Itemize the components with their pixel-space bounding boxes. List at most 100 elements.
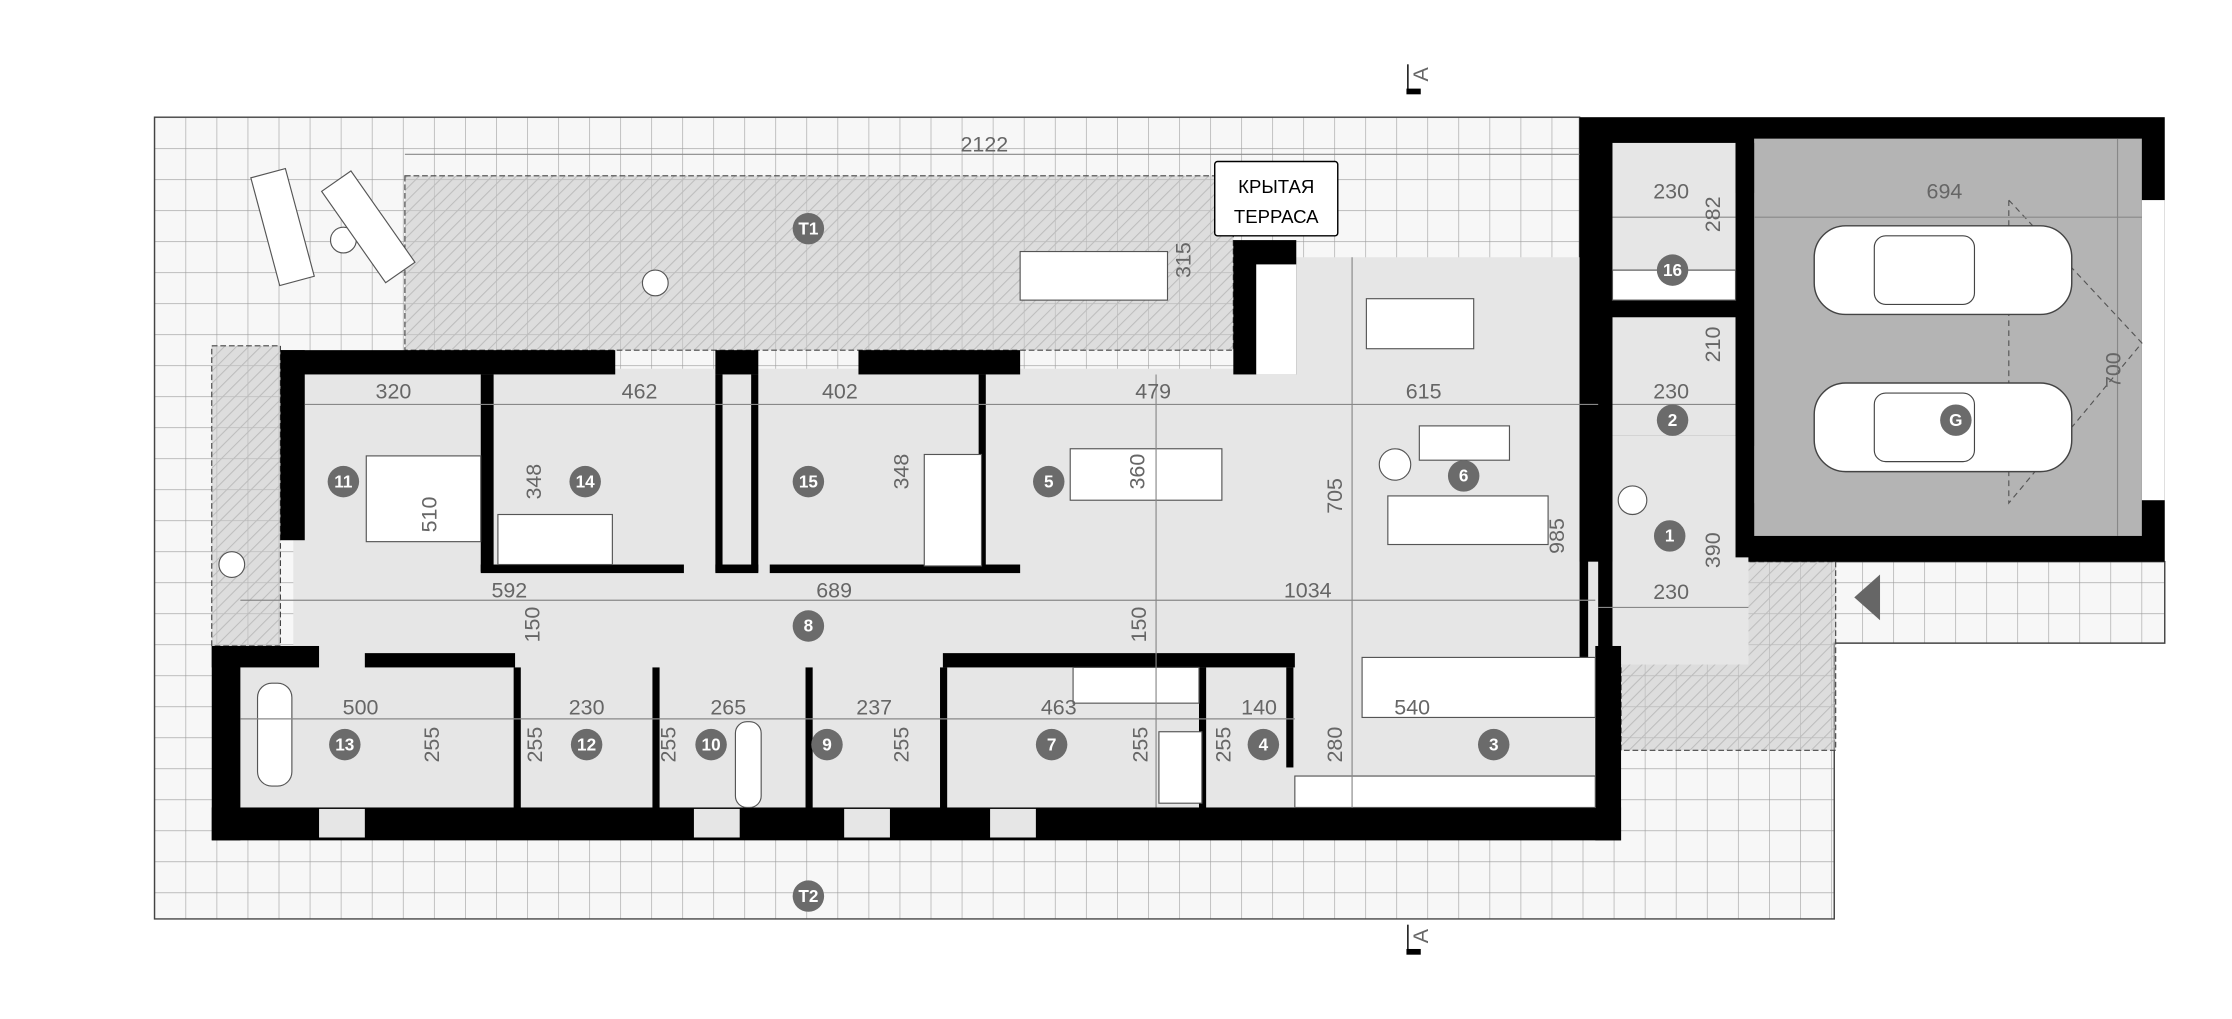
room-number-badge: 4: [1247, 728, 1280, 761]
room-number: 12: [577, 734, 596, 754]
room-number-badge: 9: [811, 728, 843, 761]
room-number-badge: 14: [569, 465, 601, 498]
dimension-label: 210: [1701, 326, 1725, 362]
dimension-label: 282: [1701, 196, 1725, 232]
room-badge-circle: [695, 728, 727, 761]
room-number-badge: T1: [792, 212, 825, 245]
garage-car-area: [2008, 198, 2143, 505]
room-number-badge: 6: [1447, 460, 1480, 492]
room-badge-circle: [811, 728, 843, 761]
room-number: T2: [798, 886, 818, 906]
dimension-label: 694: [1927, 180, 1963, 204]
dimension-label: 348: [522, 464, 546, 500]
room-number: 10: [702, 734, 721, 754]
dimension-label: 615: [1406, 380, 1442, 404]
room-number-badge: 5: [1033, 465, 1065, 498]
room-badge-circle: [1035, 728, 1068, 761]
dimension-label: 315: [1171, 242, 1195, 278]
dimension-label: 255: [523, 727, 547, 763]
dimension-label: 689: [816, 578, 852, 602]
dimension-label: 360: [1126, 454, 1150, 490]
room-badge-circle: [792, 465, 825, 498]
hall-floor: [1612, 435, 1749, 662]
room-badge-circle: [1653, 520, 1686, 552]
room-badge-circle: [569, 465, 601, 498]
covered-terrace-label-line1: КРЫТАЯ: [1238, 176, 1314, 197]
room-badge-circle: [329, 728, 361, 761]
dimension-label: 390: [1701, 532, 1725, 568]
room-number: 11: [334, 471, 353, 491]
dimension-label: 592: [491, 578, 527, 602]
room-badge-circle: [792, 212, 825, 245]
room-number-badge: 1: [1653, 520, 1686, 552]
dimension-label: 230: [1653, 180, 1689, 204]
dimension-label: 700: [2101, 352, 2125, 388]
room-number: 1: [1665, 526, 1675, 546]
dimension-label: 255: [656, 727, 680, 763]
dimension-label: 500: [343, 696, 379, 720]
room-badge-circle: [1033, 465, 1065, 498]
dimension-label: 255: [1211, 727, 1235, 763]
dimension-label: 540: [1394, 696, 1430, 720]
dimension-label: 348: [890, 454, 914, 490]
walls: [211, 142, 1755, 841]
room-number: 14: [576, 471, 596, 491]
room-number-badge: T2: [792, 880, 825, 912]
room-badge-circle: [1247, 728, 1280, 761]
dimension-label: 985: [1545, 518, 1569, 554]
room-number: 6: [1459, 466, 1469, 486]
room-number-badge: 15: [792, 465, 825, 498]
room-badge-circle: [792, 880, 825, 912]
room-number: 9: [822, 734, 832, 754]
room-badge-circle: [327, 465, 360, 498]
car-icon: [1813, 225, 2073, 316]
room-number-badge: G: [1940, 404, 1972, 436]
room-number-badge: 2: [1656, 404, 1689, 436]
dimension-label: 237: [856, 696, 892, 720]
dimension-label: 402: [822, 380, 858, 404]
room-number: 4: [1259, 734, 1269, 754]
side-terrace-hatch: [211, 345, 282, 647]
dimension-lines: [240, 138, 2142, 808]
room-number-badge: 12: [570, 728, 603, 761]
room-number: 8: [804, 616, 814, 636]
section-label: A: [1409, 928, 1433, 943]
room-badge-circle: [1447, 460, 1480, 492]
room-number-badge: 8: [792, 610, 825, 642]
covered-terrace-label: КРЫТАЯ ТЕРРАСА: [1214, 160, 1339, 237]
room-number-badge: 16: [1656, 254, 1689, 286]
entrance-arrow-icon: [1854, 574, 1881, 621]
room-number-badge: 13: [329, 728, 361, 761]
room-number: 15: [799, 471, 819, 491]
dimension-label: 230: [569, 696, 605, 720]
dimension-label: 2122: [961, 133, 1009, 157]
room-badge-circle: [1940, 404, 1972, 436]
dimension-label: 255: [420, 727, 444, 763]
dimension-label: 1034: [1284, 578, 1332, 602]
dimension-label: 705: [1323, 478, 1347, 514]
room-number-badge: 10: [695, 728, 727, 761]
door-openings: [319, 808, 1036, 838]
room-number: 2: [1668, 410, 1678, 430]
room-number: T1: [798, 218, 818, 238]
room-number: G: [1949, 410, 1962, 430]
chimney-inner: [1256, 264, 1297, 375]
room-badge-circle: [1656, 254, 1689, 286]
dimension-label: 479: [1135, 380, 1171, 404]
dimension-label: 255: [890, 727, 914, 763]
dimension-label: 462: [622, 380, 658, 404]
dimension-label: 463: [1041, 696, 1077, 720]
room-badge-circle: [1656, 404, 1689, 436]
dimension-label: 230: [1653, 580, 1689, 604]
room-number-badge: 7: [1035, 728, 1068, 761]
section-label: A: [1409, 66, 1433, 81]
room-badge-circle: [792, 610, 825, 642]
dimension-label: 150: [1127, 607, 1151, 643]
dimension-label: 265: [710, 696, 746, 720]
dimension-label: 255: [1128, 727, 1152, 763]
room-number: 16: [1663, 260, 1682, 280]
dimension-label: 320: [376, 380, 412, 404]
room-number: 5: [1044, 471, 1054, 491]
furniture: [218, 167, 1737, 809]
